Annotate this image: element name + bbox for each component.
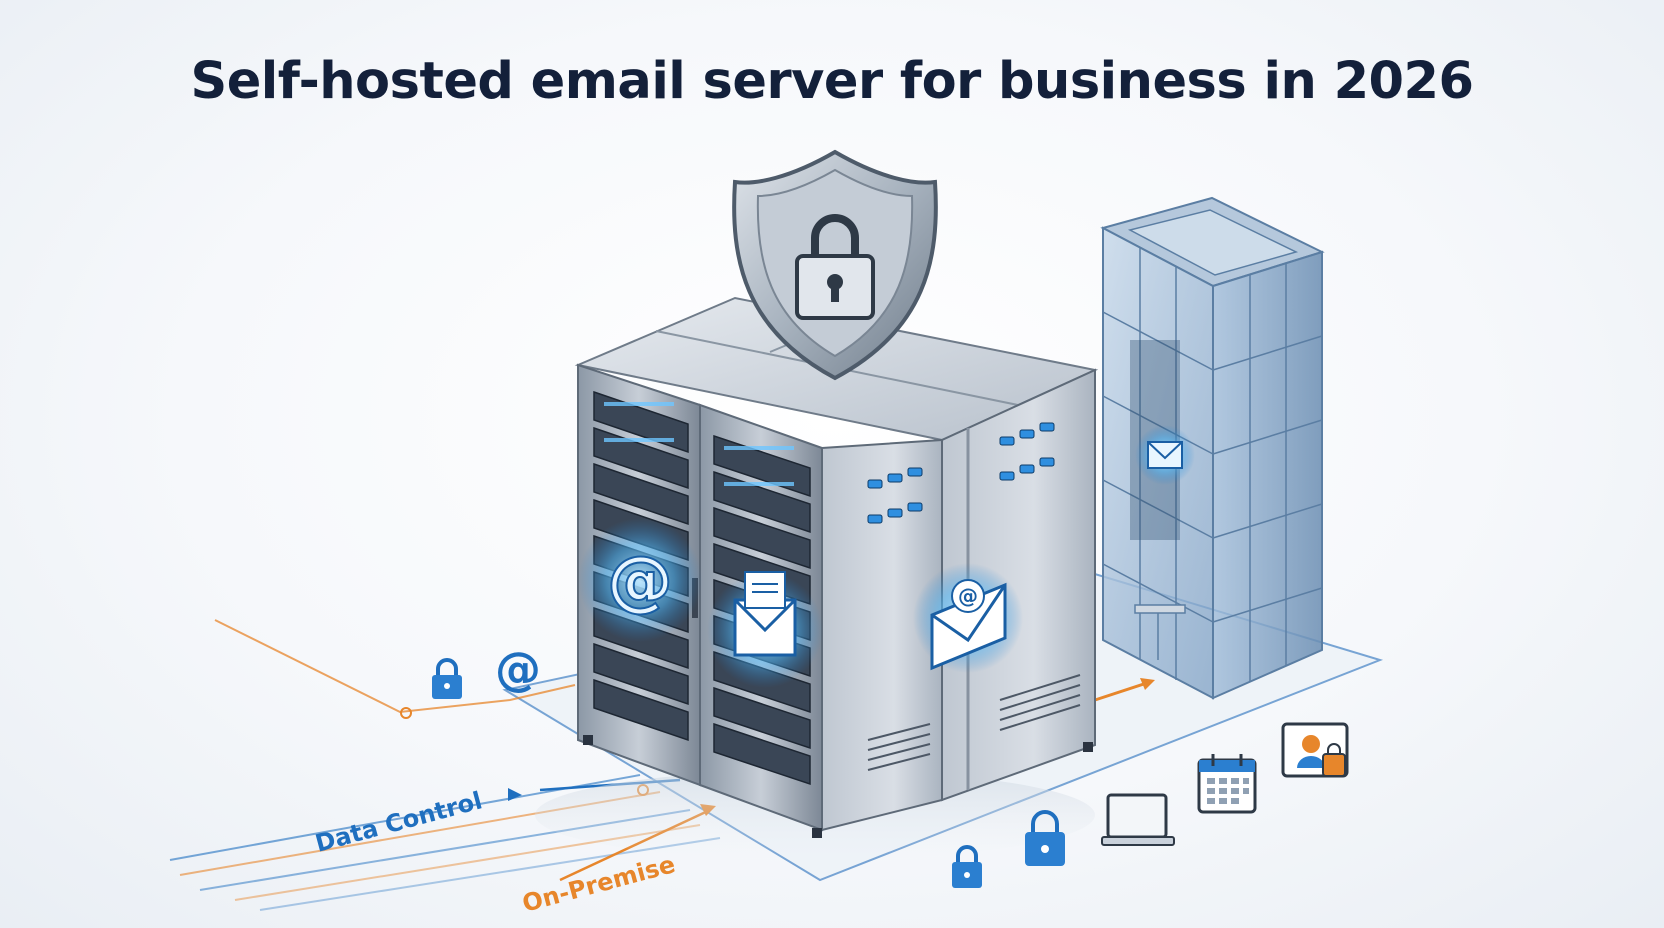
laptop-icon xyxy=(1101,793,1175,846)
side-envelope-icon: @ xyxy=(913,563,1023,673)
svg-text:@: @ xyxy=(607,542,673,619)
arrow-icon xyxy=(508,788,522,801)
shield-lock-icon xyxy=(732,149,938,381)
office-building-icon xyxy=(1100,196,1325,700)
at-sign-icon: @ xyxy=(495,642,541,696)
padlock-icon xyxy=(952,845,982,888)
on-premise-label: On-Premise xyxy=(519,850,678,918)
node-dot-icon xyxy=(400,707,412,719)
page-title: Self-hosted email server for business in… xyxy=(190,52,1474,111)
server-envelope-icon xyxy=(707,571,823,688)
arrow-icon xyxy=(1140,678,1155,690)
server-at-sign-icon: @ xyxy=(578,518,702,642)
padlock-icon xyxy=(1025,810,1065,866)
padlock-icon xyxy=(432,658,462,699)
svg-text:@: @ xyxy=(958,584,978,608)
calendar-icon xyxy=(1197,754,1257,814)
contact-card-icon xyxy=(1281,722,1349,778)
